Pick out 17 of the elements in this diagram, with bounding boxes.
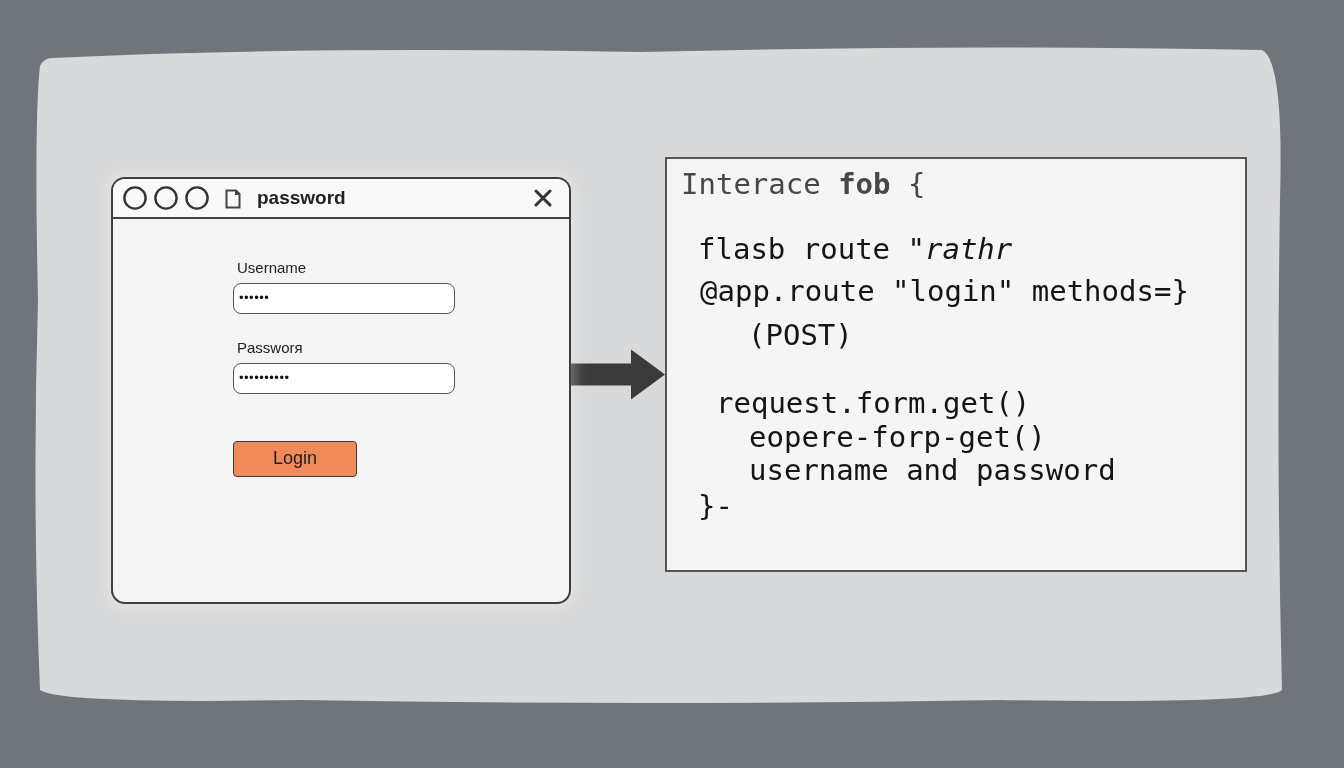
browser-window xyxy=(111,177,571,604)
code-line: eopere-forp-get() xyxy=(749,421,1046,453)
input-field: •••••••••• xyxy=(233,363,455,394)
input-field: •••••• xyxy=(233,283,455,314)
code-line: }- xyxy=(698,490,733,522)
code-line: (POST) xyxy=(748,319,853,351)
code-panel xyxy=(665,157,1247,572)
window-title: password xyxy=(257,187,346,209)
block-arrow xyxy=(571,349,665,400)
code-line: request.form.get() xyxy=(716,387,1031,419)
login-button: Login xyxy=(233,441,357,477)
field-label: Passworя xyxy=(237,339,303,357)
code-line: username and password xyxy=(749,454,1116,486)
code-line: @app.route "login" methods=} xyxy=(700,275,1189,307)
code-line: Interace fob { xyxy=(681,168,926,200)
field-label: Username xyxy=(237,259,307,277)
code-line: flasb route "rathr xyxy=(698,233,1013,265)
